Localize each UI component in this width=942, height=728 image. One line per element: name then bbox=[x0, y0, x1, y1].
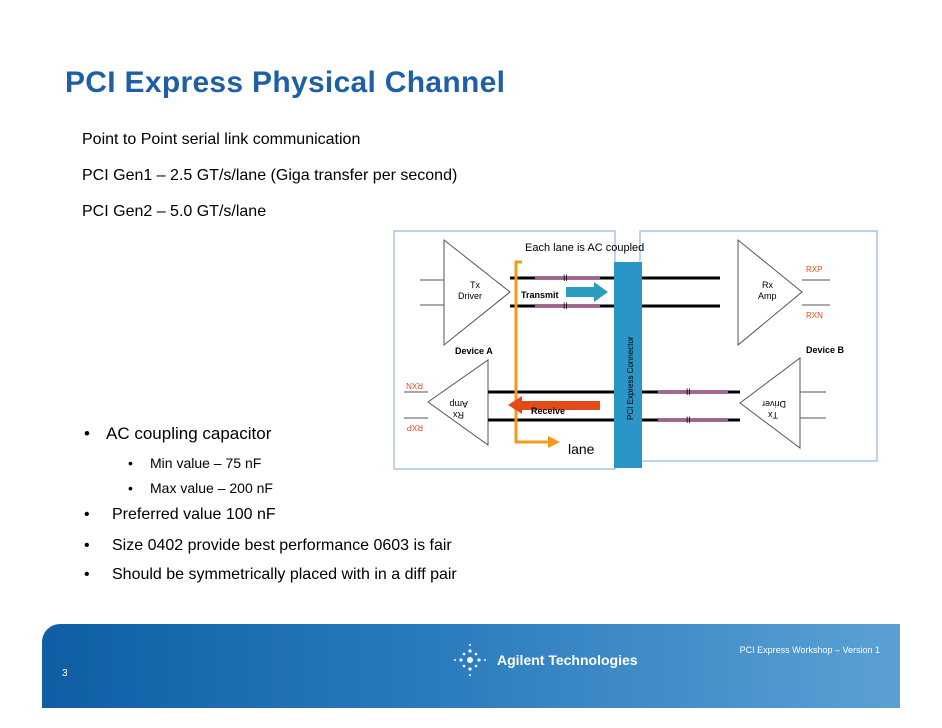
transmit-label: Transmit bbox=[521, 290, 559, 300]
receive-label: Receive bbox=[531, 406, 565, 416]
rx-amp-mirrored-triangle bbox=[427, 359, 489, 446]
svg-text:Amp: Amp bbox=[449, 399, 468, 409]
bullet-symmetric: •Should be symmetrically placed with in … bbox=[84, 566, 457, 583]
bullet-min-value: •Min value – 75 nF bbox=[128, 455, 262, 471]
tx-driver-mirrored-triangle bbox=[739, 357, 801, 449]
svg-text:Rx: Rx bbox=[453, 410, 464, 420]
amp-label: Amp bbox=[758, 291, 777, 301]
intro-line-3: PCI Gen2 – 5.0 GT/s/lane bbox=[82, 203, 267, 220]
svg-text:ǀǀ: ǀǀ bbox=[563, 301, 568, 311]
svg-text:ǀǀ: ǀǀ bbox=[686, 415, 691, 425]
driver-label: Driver bbox=[458, 291, 482, 301]
connector-label: PCI Express Connector bbox=[626, 336, 635, 420]
rx-amp-triangle bbox=[737, 238, 803, 347]
device-b-label: Device B bbox=[806, 345, 845, 355]
svg-text:ǀǀ: ǀǀ bbox=[563, 273, 568, 283]
pcie-connector bbox=[614, 262, 642, 468]
rxn-label-b: RXN bbox=[806, 311, 823, 320]
device-a-label: Device A bbox=[455, 346, 493, 356]
svg-text:Tx: Tx bbox=[768, 410, 778, 420]
rxn-label-a: RXN bbox=[406, 381, 423, 390]
intro-line-2: PCI Gen1 – 2.5 GT/s/lane (Giga transfer … bbox=[82, 167, 458, 184]
pcie-channel-diagram: PCI Express Connector Tx Driver ǀǀ ǀǀ Rx… bbox=[393, 230, 878, 470]
device-a-box bbox=[393, 230, 616, 470]
lane-bracket bbox=[514, 260, 548, 444]
tx-label: Tx bbox=[470, 280, 480, 290]
tx-driver-triangle bbox=[443, 238, 511, 347]
workshop-label: PCI Express Workshop – Version 1 bbox=[739, 645, 880, 655]
rx-label: Rx bbox=[762, 280, 773, 290]
svg-text:Driver: Driver bbox=[762, 399, 786, 409]
footer-bar: Agilent Technologies PCI Express Worksho… bbox=[42, 624, 900, 708]
transmit-arrow bbox=[566, 287, 596, 297]
bullet-size: •Size 0402 provide best performance 0603… bbox=[84, 537, 452, 554]
svg-text:ǀǀ: ǀǀ bbox=[686, 387, 691, 397]
agilent-spark-icon bbox=[454, 644, 486, 676]
ac-coupled-label: Each lane is AC coupled bbox=[525, 242, 644, 254]
slide-number: 3 bbox=[62, 668, 68, 679]
rxp-label-a: RXP bbox=[407, 423, 423, 432]
receive-arrow bbox=[522, 401, 600, 410]
slide-title: PCI Express Physical Channel bbox=[65, 66, 506, 99]
agilent-logo-text: Agilent Technologies bbox=[497, 652, 638, 668]
bullet-max-value: •Max value – 200 nF bbox=[128, 480, 273, 496]
bullet-preferred: •Preferred value 100 nF bbox=[84, 506, 276, 523]
intro-line-1: Point to Point serial link communication bbox=[82, 131, 361, 148]
rxp-label-b: RXP bbox=[806, 265, 822, 274]
bullet-ac-coupling: •AC coupling capacitor bbox=[84, 424, 272, 443]
lane-label: lane bbox=[568, 441, 595, 457]
